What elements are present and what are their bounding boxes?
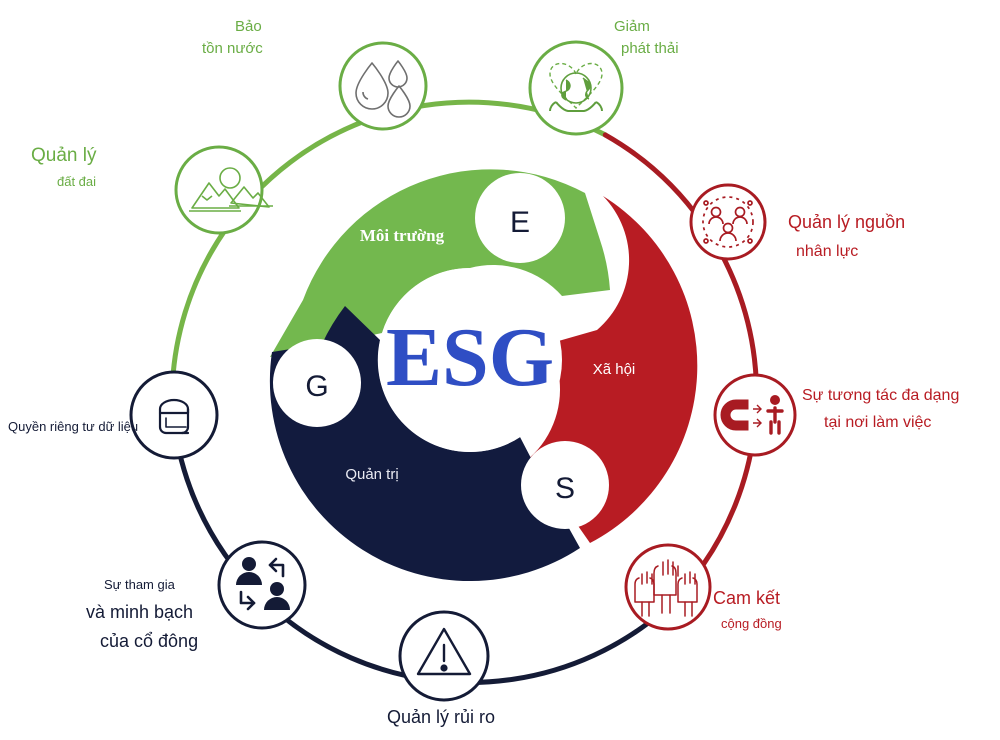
center-disc [378, 268, 562, 452]
label-land-line1: Quản lý [31, 145, 97, 166]
label-diversity-line1: Sự tương tác đa dạng [802, 387, 960, 404]
magnet-person-icon [720, 395, 784, 435]
node-emissions-reduction[interactable] [528, 40, 624, 136]
node-circle-land[interactable] [174, 145, 264, 235]
label-diversity-line2: tại nơi làm việc [824, 414, 932, 432]
segment-label-social: Xã hội [593, 361, 636, 378]
letter-circle-g [273, 339, 361, 427]
label-risk-management: Quản lý rủi ro [387, 704, 495, 730]
node-human-resources[interactable] [689, 183, 767, 261]
label-risk-line1: Quản lý rủi ro [387, 707, 496, 727]
label-land-management: Quản lý đất đai [31, 142, 96, 191]
data-privacy-icon [158, 398, 190, 435]
label-water-line2: tồn nước [202, 39, 263, 57]
label-hr-line2: nhân lực [796, 243, 859, 261]
people-network-icon [702, 196, 754, 248]
node-community-commitment[interactable] [624, 543, 712, 631]
segment-label-environment: Môi trường [360, 226, 445, 245]
node-data-privacy[interactable] [129, 370, 219, 460]
node-circle-community[interactable] [624, 543, 712, 631]
node-circle-privacy[interactable] [129, 370, 219, 460]
label-shareholder-line3: của cổ đông [100, 630, 199, 651]
letter-s: S [555, 472, 575, 505]
letter-e: E [510, 206, 530, 239]
center-acronym: ESG [386, 311, 554, 404]
water-drops-icon [355, 60, 411, 118]
label-community-commitment: Cam kết cộng đồng [713, 585, 782, 634]
node-land-management[interactable] [174, 145, 273, 235]
exchange-arrows-icon [239, 557, 285, 611]
letter-g: G [305, 370, 328, 403]
people-exchange-icon [236, 557, 290, 610]
outer-ring-arc-navy [169, 397, 665, 685]
label-workplace-diversity: Sự tương tác đa dạng tại nơi làm việc [802, 384, 959, 434]
segment-label-governance: Quản trị [345, 466, 398, 483]
label-shareholder-line2: và minh bạch [86, 601, 194, 622]
globe-in-hands-icon [549, 62, 603, 112]
label-emissions-reduction: Giảm phát thải [614, 16, 679, 60]
node-water-conservation[interactable] [338, 41, 428, 131]
label-human-resources: Quản lý nguồn nhân lực [788, 209, 905, 263]
label-community-line2: cộng đồng [721, 616, 782, 632]
node-workplace-diversity[interactable] [713, 373, 797, 457]
node-risk-management[interactable] [398, 610, 490, 702]
label-community-line1: Cam kết [713, 588, 781, 608]
label-land-line2: đất đai [57, 173, 97, 189]
label-water-conservation: Bảo tồn nước [202, 16, 263, 60]
raised-hands-icon [634, 559, 698, 617]
node-circle-emissions[interactable] [528, 40, 624, 136]
mountains-icon [189, 167, 273, 212]
outer-ring-arc-red [602, 132, 760, 615]
node-circle-hr[interactable] [689, 183, 767, 261]
letter-circle-e [475, 173, 565, 263]
label-shareholder-engagement: Sự tham gia và minh bạch của cổ đông [86, 576, 198, 654]
label-data-privacy: Quyền riêng tư dữ liệu [8, 418, 138, 437]
label-emissions-line1: Giảm [614, 18, 650, 35]
node-circle-water[interactable] [338, 41, 428, 131]
label-privacy-line1: Quyền riêng tư dữ liệu [8, 419, 139, 434]
letter-circle-s [521, 441, 609, 529]
label-hr-line1: Quản lý nguồn [788, 212, 906, 232]
label-emissions-line2: phát thải [621, 39, 679, 57]
label-shareholder-line1: Sự tham gia [104, 577, 175, 592]
label-water-line1: Bảo [235, 18, 262, 35]
node-shareholder-engagement[interactable] [217, 540, 307, 630]
warning-triangle-icon [416, 627, 472, 676]
